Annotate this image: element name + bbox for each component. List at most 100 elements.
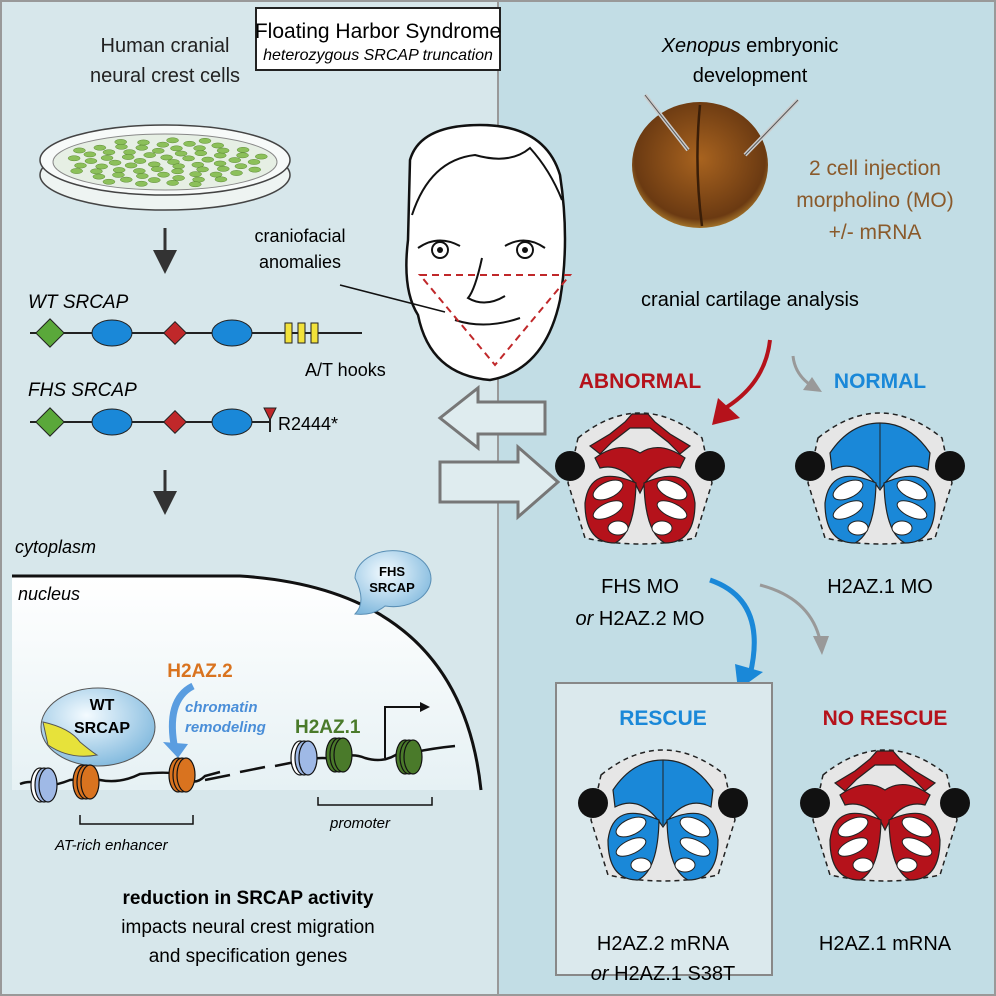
h2az2-label: H2AZ.2 — [167, 661, 232, 682]
cell — [124, 162, 138, 169]
left-heading-2: neural crest cells — [90, 65, 240, 87]
fhs-srcap-bubble: FHS SRCAP — [353, 550, 432, 615]
cell — [247, 159, 261, 165]
cell — [100, 155, 114, 161]
right-big-arrow — [438, 443, 561, 521]
cell — [102, 178, 116, 185]
injection-1: 2 cell injection — [809, 157, 941, 180]
nucleosome — [72, 764, 100, 800]
status-label: ABNORMAL — [579, 370, 702, 393]
cell — [112, 172, 125, 178]
cell — [172, 175, 185, 181]
cell — [214, 176, 228, 183]
left-heading-1: Human cranial — [101, 35, 230, 57]
chromatin-fiber — [19, 702, 456, 825]
cell — [70, 168, 83, 174]
status-label: NO RESCUE — [823, 707, 948, 730]
remodeling-arrow — [168, 682, 195, 751]
cell — [151, 166, 164, 172]
cell — [90, 168, 103, 175]
cell — [213, 160, 227, 167]
right-heading-2: development — [693, 65, 808, 87]
face-label-1: craniofacial — [254, 226, 345, 246]
conclusion-2: and specification genes — [149, 946, 348, 967]
cell — [95, 163, 108, 170]
cell — [166, 180, 179, 186]
cell — [194, 150, 208, 156]
cell — [136, 173, 149, 179]
cell — [148, 177, 161, 183]
title-box: Floating Harbor Syndrome heterozygous SR… — [255, 7, 501, 71]
face-label-leader — [339, 284, 446, 313]
cell — [135, 180, 148, 187]
cartilage-diagram — [800, 749, 970, 882]
wt-srcap-label: WT SRCAP — [28, 292, 129, 313]
cell — [115, 143, 128, 150]
condition-label: H2AZ.1 MO — [827, 576, 933, 598]
injection-3: +/- mRNA — [829, 221, 922, 244]
condition-or-label: or H2AZ.2 MO — [576, 608, 705, 630]
remodeling-label-1: chromatin — [185, 699, 258, 716]
cell — [216, 147, 230, 154]
face-illustration — [405, 123, 573, 382]
cell — [156, 141, 170, 148]
h2az1-label: H2AZ.1 — [295, 717, 361, 738]
cartilage-diagram — [555, 412, 725, 545]
cell — [67, 155, 81, 162]
injection-2: morpholino (MO) — [796, 189, 954, 212]
cell — [137, 139, 150, 146]
enhancer-label: AT-rich enhancer — [54, 837, 169, 854]
cell — [147, 161, 161, 168]
cell — [166, 137, 179, 144]
cytoplasm-label: cytoplasm — [15, 537, 96, 557]
cell — [201, 156, 215, 163]
cartilage-diagram — [578, 749, 748, 882]
cell — [121, 154, 135, 160]
cell — [174, 150, 188, 157]
remodeling-arrowhead — [163, 742, 188, 758]
cell — [114, 139, 127, 145]
petri-dish-icon — [39, 124, 291, 211]
nucleosome — [168, 757, 196, 793]
status-label: NORMAL — [834, 370, 926, 393]
cell — [182, 155, 195, 162]
cell — [189, 181, 202, 188]
rescue-arrow — [709, 577, 757, 676]
cell — [152, 147, 165, 154]
condition-label: H2AZ.2 mRNA — [597, 933, 730, 955]
face-label-2: anomalies — [259, 252, 341, 272]
cell — [211, 142, 225, 149]
nucleosome — [290, 740, 318, 776]
title-sub: heterozygous SRCAP truncation — [263, 47, 493, 64]
nuclear-envelope — [12, 574, 483, 791]
cell — [92, 173, 106, 180]
cell — [209, 171, 223, 178]
cell — [143, 152, 156, 158]
fhs-srcap-label: FHS SRCAP — [28, 380, 137, 401]
cell — [74, 162, 87, 169]
cell — [135, 144, 149, 151]
abnormal-arrowhead — [712, 398, 740, 425]
abnormal-arrow — [720, 339, 772, 412]
cell — [193, 145, 206, 152]
left-big-arrow — [437, 384, 547, 452]
svg-text:WT: WT — [90, 697, 115, 714]
cartilage-panel-normal: NORMAL H2AZ.1 MO — [795, 370, 965, 598]
cell — [73, 147, 86, 154]
condition-or-label: or H2AZ.1 S38T — [591, 963, 736, 985]
nucleosome — [395, 739, 423, 775]
analysis-label: cranial cartilage analysis — [641, 289, 859, 311]
transcription-start-arrow — [384, 706, 420, 758]
cell — [196, 166, 209, 173]
nucleosome — [325, 737, 353, 773]
no-rescue-arrowhead — [813, 636, 829, 655]
cell — [189, 171, 202, 178]
cell — [83, 151, 97, 158]
cell — [171, 168, 184, 175]
right-heading-1: Xenopus embryonic — [661, 35, 839, 57]
cell — [213, 152, 227, 159]
